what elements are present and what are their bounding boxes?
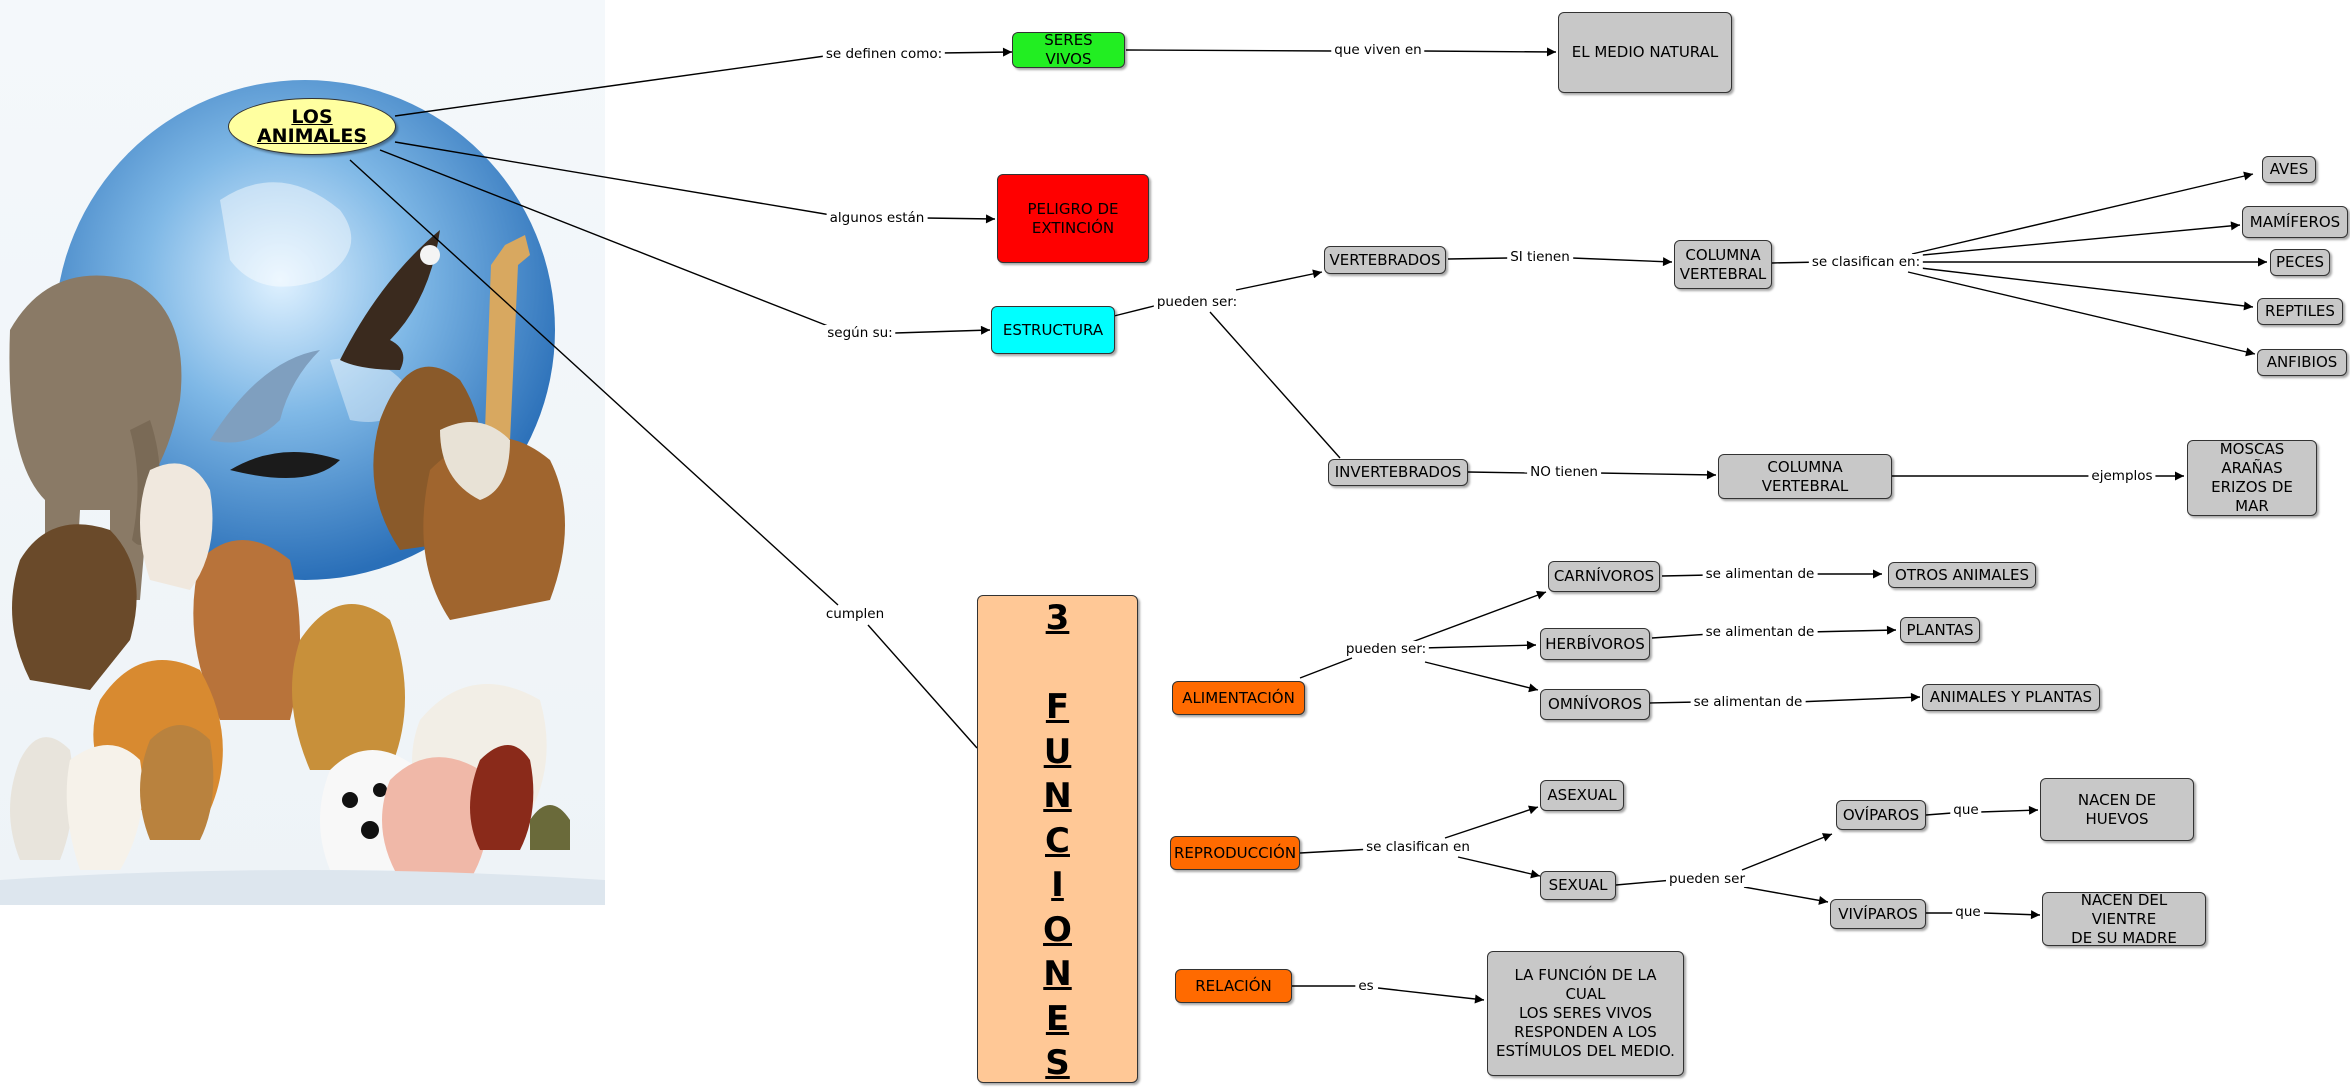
concept-mamiferos[interactable]: MAMÍFEROS — [2242, 206, 2348, 238]
link-label: se alimentan de — [1702, 624, 1818, 640]
concept-vertebrados[interactable]: VERTEBRADOS — [1324, 246, 1446, 274]
ground-shadow — [0, 870, 605, 905]
link-label: pueden ser: — [1342, 641, 1430, 657]
concept-relacion[interactable]: RELACIÓN — [1175, 969, 1292, 1003]
link-label: ejemplos — [2088, 468, 2156, 484]
concept-funcion-relacion[interactable]: LA FUNCIÓN DE LA CUAL LOS SERES VIVOS RE… — [1487, 951, 1684, 1076]
link-label: se clasifican en: — [1808, 254, 1924, 270]
link-label: SI tienen — [1507, 249, 1573, 265]
moose-shape — [12, 524, 137, 690]
link-label: pueden ser — [1665, 871, 1749, 887]
concept-invertebrados[interactable]: INVERTEBRADOS — [1328, 459, 1468, 486]
concept-estructura[interactable]: ESTRUCTURA — [991, 306, 1115, 354]
concept-reptiles[interactable]: REPTILES — [2257, 298, 2343, 325]
link-label: cumplen — [822, 606, 888, 622]
concept-carnivoros[interactable]: CARNÍVOROS — [1548, 561, 1660, 592]
link-label: según su: — [824, 325, 896, 341]
concept-viviparos[interactable]: VIVÍPAROS — [1830, 899, 1926, 929]
concept-anfibios[interactable]: ANFIBIOS — [2257, 349, 2347, 376]
link-label: se alimentan de — [1702, 566, 1818, 582]
link-label: algunos están — [826, 210, 928, 226]
lamb-shape — [66, 745, 143, 870]
link-label: se alimentan de — [1690, 694, 1806, 710]
turtle-shape — [530, 805, 570, 850]
link-label: es — [1355, 978, 1377, 994]
concept-otros-animales[interactable]: OTROS ANIMALES — [1888, 562, 2036, 588]
lion-shape — [292, 604, 405, 770]
concept-alimentacion[interactable]: ALIMENTACIÓN — [1172, 681, 1305, 715]
concept-3-funciones[interactable]: 3 F U N C I O N E S — [977, 595, 1138, 1083]
concept-sexual[interactable]: SEXUAL — [1540, 871, 1616, 900]
concept-nacen-de-huevos[interactable]: NACEN DE HUEVOS — [2040, 778, 2194, 841]
eagle-shape — [340, 230, 440, 370]
concept-peces[interactable]: PECES — [2270, 249, 2330, 276]
concept-animales-y-plantas[interactable]: ANIMALES Y PLANTAS — [1922, 684, 2100, 711]
concept-columna-vertebral-si[interactable]: COLUMNA VERTEBRAL — [1674, 240, 1772, 289]
link-label: que viven en — [1331, 42, 1425, 58]
concept-reproduccion[interactable]: REPRODUCCIÓN — [1170, 836, 1300, 870]
link-label: NO tienen — [1527, 464, 1601, 480]
cat-shape — [140, 725, 214, 840]
link-label: que — [1952, 904, 1984, 920]
concept-ejemplos-invertebrados[interactable]: MOSCAS ARAÑAS ERIZOS DE MAR — [2187, 440, 2317, 516]
rabbit-shape — [10, 737, 74, 860]
concept-herbivoros[interactable]: HERBÍVOROS — [1540, 628, 1650, 660]
concept-peligro-extincion[interactable]: PELIGRO DE EXTINCIÓN — [997, 174, 1149, 263]
rooster-shape — [470, 745, 534, 850]
link-label: pueden ser: — [1153, 294, 1241, 310]
horse-shape — [193, 540, 300, 720]
link-label: se clasifican en — [1363, 839, 1473, 855]
concept-omnivoros[interactable]: OMNÍVOROS — [1540, 689, 1650, 720]
orca-shape — [230, 452, 340, 478]
concept-seres-vivos[interactable]: SERES VIVOS — [1012, 31, 1125, 68]
concept-aves[interactable]: AVES — [2262, 156, 2316, 183]
concept-nacen-del-vientre[interactable]: NACEN DEL VIENTRE DE SU MADRE — [2042, 891, 2206, 947]
giraffe-shape — [483, 235, 530, 485]
concept-asexual[interactable]: ASEXUAL — [1540, 780, 1624, 811]
concept-los-animales[interactable]: LOS ANIMALES — [228, 98, 396, 155]
dolphin-shape — [210, 350, 320, 443]
concept-oviparos[interactable]: OVÍPAROS — [1836, 800, 1926, 830]
pig-shape — [382, 757, 488, 880]
concept-columna-vertebral-no[interactable]: COLUMNA VERTEBRAL — [1718, 454, 1892, 499]
concept-plantas[interactable]: PLANTAS — [1900, 617, 1980, 643]
link-label: que — [1950, 802, 1982, 818]
link-label: se definen como: — [822, 46, 946, 62]
concept-medio-natural[interactable]: EL MEDIO NATURAL — [1558, 12, 1732, 93]
